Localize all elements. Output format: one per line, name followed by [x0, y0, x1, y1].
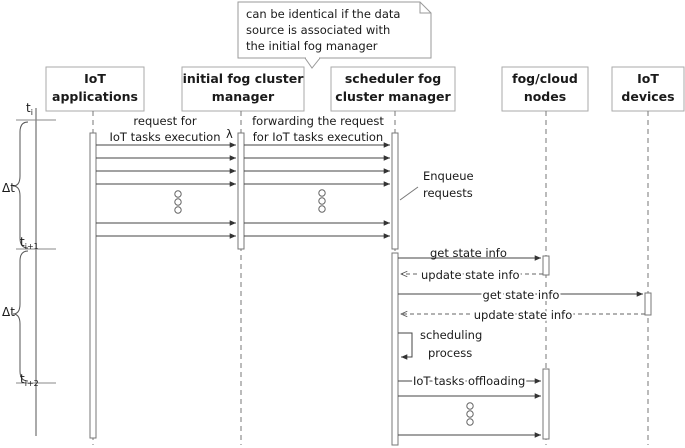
time-labels: ti ti+1 ti+2 Δt Δt: [2, 101, 39, 388]
forwarding-label: forwarding the request: [252, 114, 384, 128]
offloading-label: IoT tasks offloading: [413, 374, 525, 388]
enqueue-label: requests: [423, 186, 473, 200]
note-line-3: the initial fog manager: [246, 39, 378, 53]
enqueue-pointer: [399, 186, 419, 201]
request-label: request for: [133, 114, 196, 128]
request-label: IoT tasks execution: [109, 130, 220, 144]
time-label-ti2: ti+2: [20, 372, 39, 388]
participant-label: manager: [212, 89, 275, 104]
forwarding-label: for IoT tasks execution: [253, 130, 383, 144]
time-axis: [12, 108, 56, 436]
participant-scheduler-fog-cluster-manager: scheduler fog cluster manager: [330, 66, 456, 112]
time-label-ti1: ti+1: [20, 235, 39, 251]
participant-label: cluster manager: [335, 89, 451, 104]
lifelines: [92, 111, 649, 445]
note-line-1: can be identical if the data: [246, 7, 400, 21]
participant-iot-applications: IoT applications: [45, 66, 145, 112]
get-state-label: get state info: [483, 288, 560, 302]
lambda-label: λ: [226, 127, 233, 141]
activation-bars: [89, 132, 652, 446]
forward-arrows: [244, 142, 390, 239]
update-state-label: update state info: [474, 308, 573, 322]
participant-label: nodes: [524, 89, 566, 104]
participant-label: scheduler fog: [345, 71, 441, 86]
request-arrows: [96, 142, 236, 239]
note-line-2: source is associated with: [246, 23, 390, 37]
participant-label: IoT: [637, 71, 659, 86]
participant-iot-devices: IoT devices: [611, 66, 685, 112]
delta-t-label: Δt: [2, 305, 15, 319]
participant-label: initial fog cluster: [183, 71, 305, 86]
scheduling-self-loop: [398, 332, 413, 360]
note-callout: can be identical if the data source is a…: [237, 1, 432, 69]
enqueue-label: Enqueue: [423, 169, 474, 183]
scheduling-label: process: [428, 346, 472, 360]
ellipsis-requests: [174, 190, 182, 214]
time-label-ti: ti: [26, 101, 33, 117]
scheduling-label: scheduling: [420, 328, 482, 342]
update-state-label: update state info: [421, 268, 520, 282]
ellipsis-offloading: [466, 402, 474, 426]
participant-initial-fog-cluster-manager: initial fog cluster manager: [181, 66, 305, 112]
offloading-arrows: [398, 378, 541, 438]
participant-label: IoT: [84, 71, 106, 86]
participant-label: devices: [621, 89, 674, 104]
ellipsis-forwards: [318, 189, 326, 213]
get-state-label: get state info: [430, 246, 507, 260]
participant-fog-cloud-nodes: fog/cloud nodes: [501, 66, 589, 112]
delta-t-label: Δt: [2, 181, 15, 195]
participant-label: fog/cloud: [512, 71, 578, 86]
participant-label: applications: [52, 89, 138, 104]
